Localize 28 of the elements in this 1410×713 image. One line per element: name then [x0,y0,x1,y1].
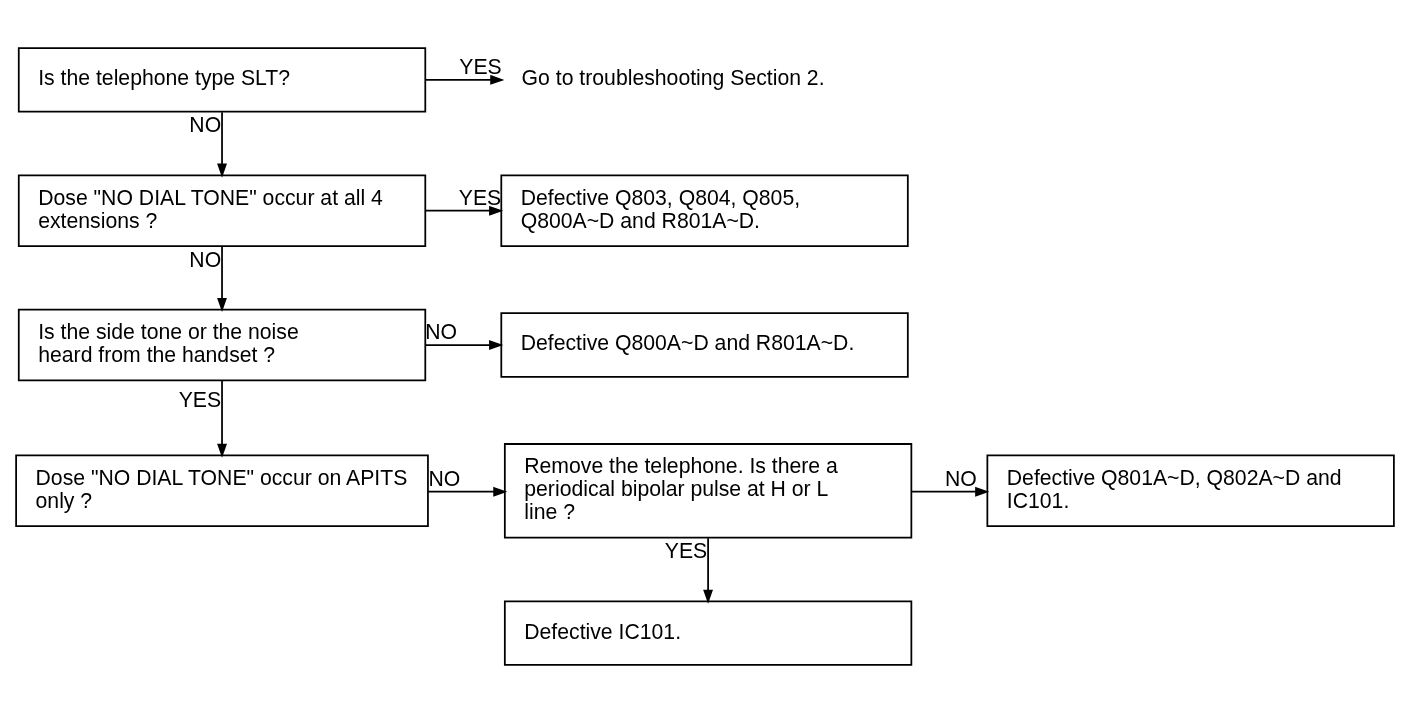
edge-label: NO [189,113,222,137]
edge-label: NO [944,466,977,490]
edge-label: YES [458,185,502,209]
arrow [425,205,504,216]
edge-label: YES [664,539,708,563]
node-box: Dose "NO DIAL TONE" occur on APITS only ? [15,454,429,528]
node-box: Remove the telephone. Is there a periodical bipolar pulse at H or L line ? [503,443,913,539]
arrow [911,486,990,497]
arrow [424,74,505,85]
node-box: Is the side tone or the noise heard from the handset ? [17,308,427,382]
arrow [425,340,504,350]
node-box: Is the telephone type SLT? [17,47,427,113]
node-box: Defective IC101. [503,600,913,666]
arrow [217,111,227,178]
edge-label: NO [428,466,461,490]
edge-label: YES [459,54,502,78]
node-box: Defective Q800A~D and R801A~D. [500,312,909,378]
node-box: Defective Q803, Q804, Q805, Q800A~D and R801A~D. [500,174,909,247]
arrow [217,245,227,313]
edge-label: NO [425,320,458,343]
arrow [703,537,714,604]
edge-label: YES [178,387,222,411]
arrow [217,380,227,458]
node-text: Go to troubleshooting Section 2. [521,66,825,90]
node-box: Defective Q801A~D, Q802A~D and IC101. [986,454,1395,528]
edge-label: NO [189,247,222,271]
arrow [427,486,508,497]
node-box: Dose "NO DIAL TONE" occur at all 4 extensions ? [17,174,427,247]
